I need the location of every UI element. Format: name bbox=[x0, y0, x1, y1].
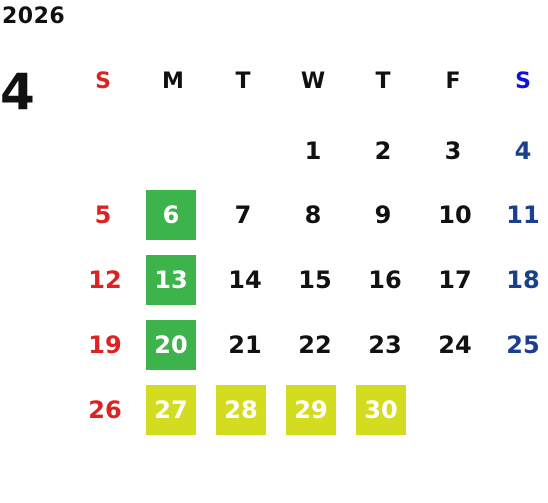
day-cell: 21 bbox=[228, 331, 262, 359]
day-cell: 12 bbox=[88, 266, 122, 294]
day-cell: 10 bbox=[438, 201, 472, 229]
day-cell: 3 bbox=[444, 137, 462, 165]
day-cell: 5 bbox=[94, 201, 112, 229]
weekday-wednesday: W bbox=[300, 68, 326, 94]
calendar-month: 4 bbox=[0, 63, 35, 121]
weekday-thursday: T bbox=[375, 68, 391, 94]
day-cell: 4 bbox=[514, 137, 532, 165]
day-cell: 9 bbox=[374, 201, 392, 229]
day-cell: 15 bbox=[298, 266, 332, 294]
day-cell: 2 bbox=[374, 137, 392, 165]
day-cell: 23 bbox=[368, 331, 402, 359]
day-cell: 16 bbox=[368, 266, 402, 294]
day-cell: 18 bbox=[506, 266, 540, 294]
weekday-saturday: S bbox=[515, 68, 531, 94]
weekday-tuesday: T bbox=[235, 68, 251, 94]
day-cell: 11 bbox=[506, 201, 540, 229]
calendar-year: 2026 bbox=[2, 4, 66, 29]
day-cell: 26 bbox=[88, 396, 122, 424]
day-cell: 24 bbox=[438, 331, 472, 359]
day-cell: 17 bbox=[438, 266, 472, 294]
day-cell-highlighted: 27 bbox=[146, 385, 196, 435]
day-cell-highlighted: 29 bbox=[286, 385, 336, 435]
day-cell: 22 bbox=[298, 331, 332, 359]
day-cell-highlighted: 13 bbox=[146, 255, 196, 305]
weekday-sunday: S bbox=[95, 68, 111, 94]
day-cell: 8 bbox=[304, 201, 322, 229]
day-cell-highlighted: 6 bbox=[146, 190, 196, 240]
day-cell-highlighted: 20 bbox=[146, 320, 196, 370]
day-cell: 7 bbox=[234, 201, 252, 229]
day-cell: 19 bbox=[88, 331, 122, 359]
weekday-monday: M bbox=[162, 68, 184, 94]
day-cell-highlighted: 28 bbox=[216, 385, 266, 435]
day-cell: 14 bbox=[228, 266, 262, 294]
day-cell-highlighted: 30 bbox=[356, 385, 406, 435]
day-cell: 1 bbox=[304, 137, 322, 165]
day-cell: 25 bbox=[506, 331, 540, 359]
weekday-friday: F bbox=[445, 68, 461, 94]
